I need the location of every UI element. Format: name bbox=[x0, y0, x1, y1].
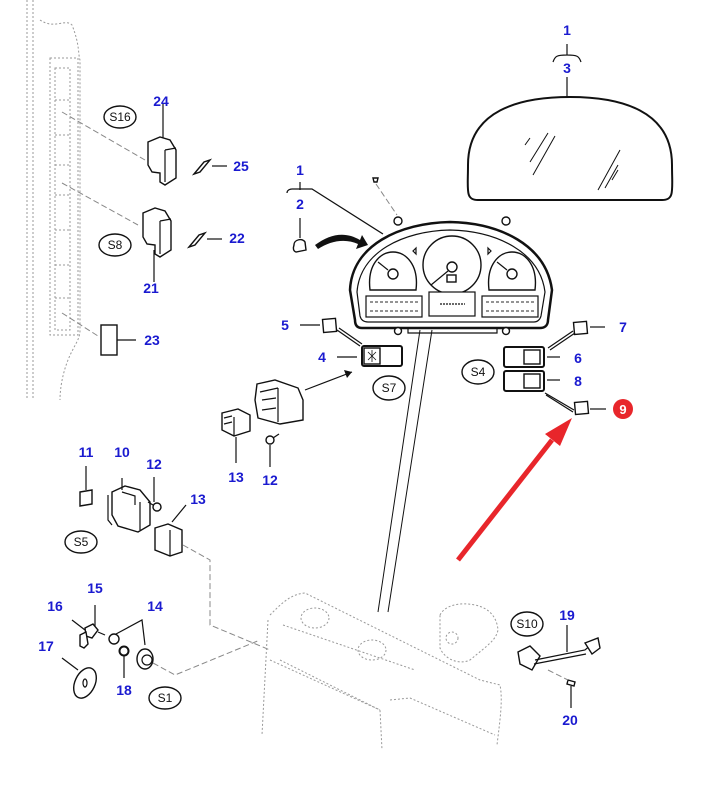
ignition-key-16[interactable] bbox=[71, 605, 106, 649]
shroud bbox=[439, 603, 499, 663]
cap-7[interactable] bbox=[547, 320, 605, 351]
callout-22[interactable]: 22 bbox=[229, 230, 245, 246]
lens-22[interactable] bbox=[186, 231, 222, 249]
tachometer bbox=[422, 235, 482, 295]
ref-s4: S4 bbox=[461, 359, 495, 385]
ref-s16: S16 bbox=[103, 105, 137, 129]
callout-3[interactable]: 3 bbox=[563, 60, 571, 76]
switch-housing-assembly[interactable] bbox=[254, 370, 353, 425]
callout-18[interactable]: 18 bbox=[116, 682, 132, 698]
washer-17[interactable] bbox=[61, 657, 101, 702]
callout-15[interactable]: 15 bbox=[87, 580, 103, 596]
callout-11[interactable]: 11 bbox=[79, 444, 94, 460]
ref-s1: S1 bbox=[148, 686, 182, 710]
arrow-icon bbox=[344, 370, 352, 378]
callout-1-glass[interactable]: 1 bbox=[563, 22, 571, 38]
callout-9-highlight[interactable]: 9 bbox=[613, 399, 633, 419]
ref-s7: S7 bbox=[372, 375, 406, 401]
screw-12-lower[interactable] bbox=[147, 477, 162, 512]
callout-12-upper[interactable]: 12 bbox=[262, 472, 278, 488]
ref-s10: S10 bbox=[510, 611, 544, 637]
callout-25[interactable]: 25 bbox=[233, 158, 249, 174]
switch-4[interactable] bbox=[337, 345, 403, 367]
ref-s5: S5 bbox=[64, 530, 98, 554]
callout-9[interactable]: 9 bbox=[619, 402, 626, 417]
callout-8[interactable]: 8 bbox=[574, 373, 582, 389]
switch-6[interactable] bbox=[503, 346, 560, 368]
temperature-gauge bbox=[487, 251, 537, 291]
steering-column-housing bbox=[261, 592, 502, 751]
screw-top[interactable] bbox=[372, 177, 398, 216]
stalk-switch-19[interactable] bbox=[517, 625, 601, 671]
callout-19[interactable]: 19 bbox=[559, 607, 575, 623]
ref-s5-text: S5 bbox=[74, 535, 89, 549]
connector-13-lower[interactable] bbox=[154, 504, 271, 651]
instrument-glass-3[interactable] bbox=[466, 44, 674, 201]
ref-s16-text: S16 bbox=[109, 110, 131, 124]
callout-4[interactable]: 4 bbox=[318, 349, 326, 365]
ref-s1-text: S1 bbox=[158, 691, 173, 705]
switch-8[interactable] bbox=[503, 370, 560, 392]
cap-5[interactable] bbox=[300, 317, 363, 347]
callout-23[interactable]: 23 bbox=[144, 332, 160, 348]
insert-arrow-icon bbox=[315, 234, 368, 249]
label-11[interactable] bbox=[79, 466, 93, 507]
side-console-outline bbox=[26, 0, 81, 401]
rocker-switch-24[interactable] bbox=[61, 104, 177, 186]
ref-s4-text: S4 bbox=[471, 365, 486, 379]
cap-9[interactable] bbox=[544, 392, 606, 416]
callout-14[interactable]: 14 bbox=[147, 598, 163, 614]
switch-10[interactable] bbox=[107, 478, 151, 533]
rocker-switch-21[interactable] bbox=[61, 182, 172, 282]
ring-18[interactable] bbox=[118, 645, 130, 679]
ref-s8: S8 bbox=[98, 233, 132, 257]
callout-16[interactable]: 16 bbox=[47, 598, 63, 614]
ref-s10-text: S10 bbox=[516, 617, 538, 631]
callout-7[interactable]: 7 bbox=[619, 319, 627, 335]
lens-25[interactable] bbox=[191, 158, 227, 176]
nut-14[interactable] bbox=[108, 619, 146, 646]
bulb-holder-2[interactable] bbox=[292, 218, 368, 253]
steering-column bbox=[377, 329, 433, 613]
callout-17[interactable]: 17 bbox=[38, 638, 54, 654]
ref-s7-text: S7 bbox=[382, 381, 397, 395]
ref-s8-text: S8 bbox=[108, 238, 123, 252]
highlight-arrow bbox=[456, 418, 572, 562]
connector-13-upper[interactable] bbox=[221, 408, 251, 463]
blank-plate-23[interactable] bbox=[61, 312, 136, 356]
screw-20[interactable] bbox=[547, 669, 576, 708]
lock-barrel[interactable] bbox=[136, 639, 261, 676]
fuel-gauge bbox=[368, 251, 418, 291]
callout-24[interactable]: 24 bbox=[153, 93, 169, 109]
callout-13-upper[interactable]: 13 bbox=[228, 469, 244, 485]
callout-6[interactable]: 6 bbox=[574, 350, 582, 366]
instrument-cluster-1[interactable] bbox=[286, 182, 554, 336]
callout-12-lower[interactable]: 12 bbox=[146, 456, 162, 472]
callout-5[interactable]: 5 bbox=[281, 317, 289, 333]
callout-21[interactable]: 21 bbox=[143, 280, 159, 296]
callout-20[interactable]: 20 bbox=[562, 712, 578, 728]
screw-12-upper[interactable] bbox=[265, 433, 280, 467]
callout-2[interactable]: 2 bbox=[296, 196, 304, 212]
callouts: 1 3 1 2 4 5 6 7 8 9 10 11 12 12 13 13 14… bbox=[38, 22, 633, 728]
callout-13-lower[interactable]: 13 bbox=[190, 491, 206, 507]
callout-1-cluster[interactable]: 1 bbox=[296, 162, 304, 178]
callout-10[interactable]: 10 bbox=[114, 444, 130, 460]
